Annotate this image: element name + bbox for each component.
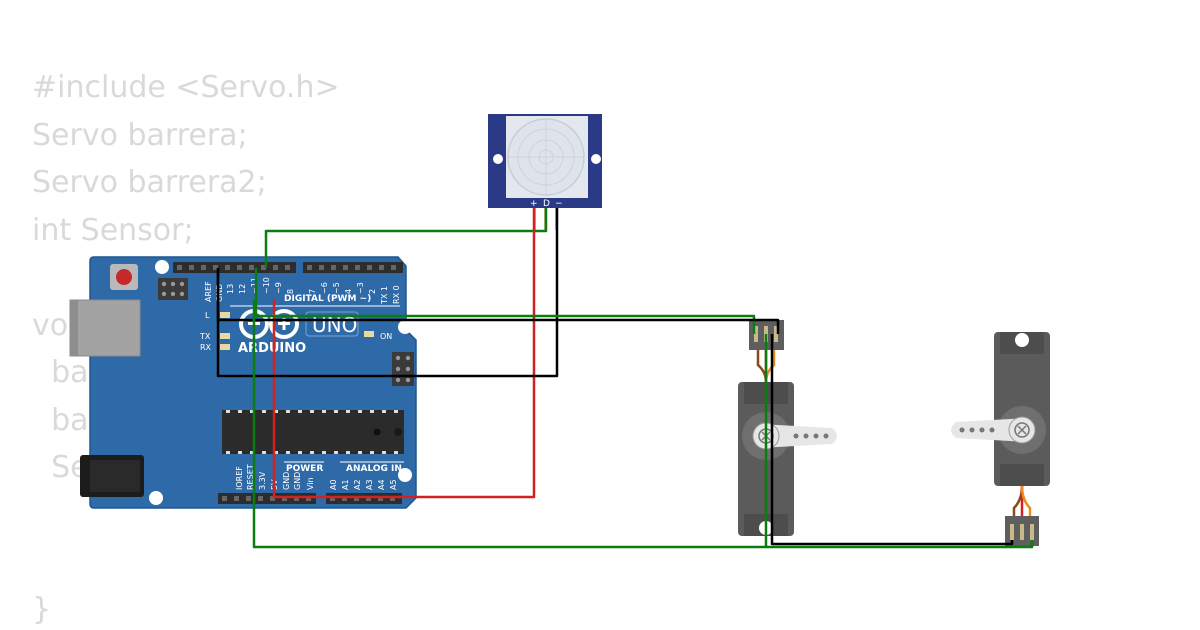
code-line-2: Servo barrera; (32, 117, 248, 153)
wire-servo2-signal[interactable] (252, 300, 1034, 549)
code-line-1: #include <Servo.h> (32, 70, 340, 105)
led-tx (220, 333, 230, 339)
pir-pin-vcc-label: + (530, 199, 538, 209)
power-pin-reset: RESET (246, 464, 255, 490)
rx-label: RX (200, 343, 212, 352)
pir-pin-gnd-label: − (555, 199, 563, 209)
analog-pin-a5: A5 (389, 479, 398, 490)
arduino-brand: ARDUINO (238, 341, 306, 356)
power-pin-gnd2: GND (293, 472, 302, 490)
led-rx (220, 344, 230, 350)
analog-pin-a4: A4 (377, 479, 386, 490)
pin-10: ~10 (262, 277, 271, 294)
mount-hole (398, 320, 412, 334)
pin-13: 13 (226, 284, 235, 294)
code-line-8: ba (32, 402, 89, 438)
on-label: ON (380, 332, 392, 341)
wire-servo1-gnd[interactable] (216, 268, 780, 334)
digital-pwm-label: DIGITAL (PWM ~) (284, 294, 371, 304)
analog-in-label: ANALOG IN (346, 464, 402, 474)
pir-pin-data-label: D (543, 199, 550, 209)
atmega-chip (222, 410, 404, 454)
pin-6: ~6 (320, 282, 329, 294)
code-closing-brace: } (32, 592, 52, 627)
digital-header-left (173, 262, 296, 273)
analog-pin-a3: A3 (365, 479, 374, 490)
led-l (220, 312, 230, 318)
tx-label: TX (199, 332, 211, 341)
pir-sensor[interactable]: + D − (488, 114, 602, 230)
gnd-label: GND (215, 284, 224, 302)
pin-8: 8 (286, 289, 295, 294)
power-label: POWER (286, 464, 323, 474)
analog-pin-a2: A2 (353, 479, 362, 490)
wire-servo1-signal[interactable] (254, 268, 756, 334)
analog-header (326, 493, 402, 504)
mount-hole (149, 491, 163, 505)
power-header (218, 493, 316, 504)
servo-barrera2[interactable] (951, 332, 1050, 546)
code-line-3: Servo barrera2; (32, 165, 267, 200)
code-line-7: ba (32, 355, 89, 390)
power-pin-ioref: IOREF (235, 466, 244, 490)
code-line-6: vo (32, 307, 69, 343)
digital-header-right (303, 262, 403, 273)
pin-rx0: RX 0 (392, 285, 401, 304)
mount-hole (155, 260, 169, 274)
icsp-header-right (392, 352, 414, 386)
pin-tx1: TX 1 (380, 286, 389, 305)
power-pin-3v3: 3.3V (258, 471, 267, 490)
icsp-header (158, 278, 188, 300)
pin-2: 2 (368, 289, 377, 294)
wire-servo2-gnd[interactable] (770, 334, 1014, 546)
aref-label: AREF (204, 281, 213, 302)
wire-pir-vcc[interactable] (272, 208, 536, 499)
analog-pin-a0: A0 (329, 479, 338, 490)
pin-11: ~11 (250, 277, 259, 294)
wire-pir-signal[interactable] (264, 208, 548, 268)
power-pin-vin: Vin (306, 477, 315, 490)
mount-hole (398, 468, 412, 482)
pin-7: 7 (308, 289, 317, 294)
pin-3: ~3 (356, 282, 365, 294)
code-background: #include <Servo.h> Servo barrera; Servo … (32, 64, 340, 492)
arduino-uno-board[interactable]: AREF GND 13 12 ~11 ~10 ~9 8 7 ~6 ~5 4 ~3… (69, 256, 417, 509)
pin-4: 4 (344, 289, 353, 294)
pin-5: ~5 (332, 282, 341, 294)
servo-barrera[interactable] (738, 320, 837, 536)
pin-12: 12 (238, 284, 247, 294)
led-l-label: L (205, 311, 210, 320)
analog-pin-a1: A1 (341, 479, 350, 490)
code-line-4: int Sensor; (32, 212, 194, 248)
usb-connector (69, 299, 141, 357)
led-on (364, 331, 374, 337)
power-pin-gnd1: GND (282, 472, 291, 490)
pin-9: ~9 (274, 282, 283, 294)
wire-pir-gnd[interactable] (216, 208, 559, 378)
